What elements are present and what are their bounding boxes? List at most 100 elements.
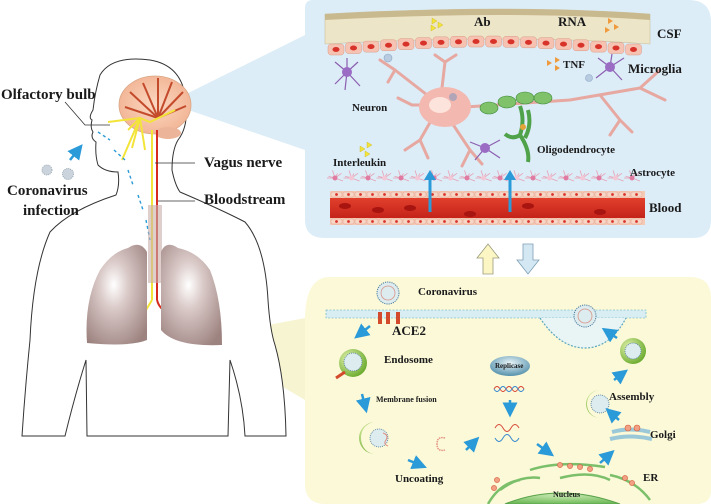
astrocyte-cell: [442, 170, 459, 182]
astrocyte-cell: [624, 170, 641, 182]
label-rna: RNA: [558, 14, 587, 29]
left-lung: [86, 244, 147, 345]
astrocyte-cell: [459, 170, 476, 182]
label-bloodstream: Bloodstream: [204, 192, 286, 208]
panel-transfer-arrows: [476, 243, 540, 275]
endoplasmic-reticulum: [486, 462, 651, 504]
astrocyte-cell: [409, 170, 426, 182]
epithelial-cell: [607, 42, 625, 54]
virus-particle: [41, 164, 53, 176]
astrocyte-cell: [591, 170, 608, 182]
arrow-icon: [605, 408, 622, 424]
epithelial-cell: [345, 42, 362, 54]
budding-virus: [573, 304, 597, 328]
endothelial-cell: [378, 218, 391, 225]
endothelial-cell: [426, 218, 439, 225]
endothelial-cell: [630, 191, 643, 198]
label-coronavirus-infection-2: infection: [23, 203, 79, 219]
label-oligodendrocyte: Oligodendrocyte: [537, 144, 616, 156]
endothelial-cell: [546, 218, 559, 225]
epithelial-cell: [362, 40, 380, 53]
blood-vessel: [330, 191, 645, 225]
endothelial-cell: [390, 191, 403, 198]
arrow-icon: [355, 393, 371, 414]
endothelial-cell: [450, 191, 463, 198]
oligodendrocyte-cell: [479, 91, 553, 163]
epithelial-cell: [467, 35, 485, 48]
label-olfactory-bulb: Olfactory bulb: [1, 87, 96, 103]
epithelial-cell: [502, 36, 520, 48]
nucleus: [504, 492, 621, 504]
endothelial-cell: [558, 191, 571, 198]
label-replicase: Replicase: [495, 362, 524, 370]
tnf-molecules: [547, 18, 619, 71]
endothelial-cell: [330, 191, 343, 198]
epithelial-cell: [432, 36, 450, 49]
virus-particle: [62, 168, 74, 180]
endothelial-cell: [342, 191, 355, 198]
neuron-cell: [378, 53, 667, 168]
endothelial-cell: [486, 218, 499, 225]
label-ab: Ab: [474, 14, 491, 29]
endothelial-cell: [558, 218, 571, 225]
fusion-endosome: [359, 422, 389, 454]
epithelial-cell: [415, 37, 432, 49]
astrocyte-cell: [541, 170, 558, 182]
virus-particle: [449, 93, 457, 101]
epithelial-cell: [555, 38, 572, 50]
brain-zoom-beam: [168, 35, 305, 150]
astrocyte-cell: [525, 170, 542, 182]
endothelial-cell: [534, 191, 547, 198]
label-nucleus: Nucleus: [553, 490, 581, 499]
epithelial-cell: [520, 36, 537, 49]
label-ace2: ACE2: [392, 323, 426, 338]
arrow-icon: [601, 327, 619, 343]
label-astrocyte: Astrocyte: [630, 167, 675, 179]
epithelial-cell: [327, 43, 345, 56]
up-arrow-icon: [504, 170, 516, 180]
label-blood: Blood: [649, 200, 682, 215]
label-uncoating: Uncoating: [395, 473, 444, 485]
replicase-enzyme: [490, 356, 530, 376]
rna-strands: [493, 386, 525, 442]
up-arrow-icon: [476, 243, 500, 275]
endothelial-cell: [618, 218, 631, 225]
endothelial-cell: [570, 218, 583, 225]
olfactory-leader-line: [64, 101, 110, 126]
arrow-icon: [598, 450, 615, 466]
arrow-icon: [536, 441, 555, 457]
endothelial-cell: [366, 191, 379, 198]
endothelial-cell: [354, 218, 367, 225]
astrocyte-cell: [343, 170, 360, 182]
label-er: ER: [643, 472, 659, 484]
epithelial-cell: [485, 35, 502, 48]
brain-panel: [168, 0, 711, 238]
endosome: [335, 349, 367, 380]
red-blood-cell: [594, 209, 606, 215]
brain: [118, 75, 192, 135]
endothelial-cell: [438, 218, 451, 225]
uncoated-rna: [436, 436, 446, 452]
human-body: [21, 58, 287, 437]
arrow-icon: [611, 369, 628, 385]
label-neuron: Neuron: [352, 102, 388, 114]
mature-virion-vesicle: [620, 338, 646, 364]
label-vagus-nerve: Vagus nerve: [204, 155, 283, 171]
microglia-body: [605, 62, 615, 72]
endothelial-cell: [414, 191, 427, 198]
coronavirus-particle: [376, 281, 400, 305]
red-blood-cell: [339, 203, 351, 209]
endothelial-cell: [594, 191, 607, 198]
label-coronavirus: Coronavirus: [418, 286, 478, 298]
label-endosome: Endosome: [384, 354, 433, 366]
endothelial-cell: [498, 218, 511, 225]
astrocyte-cell: [607, 170, 624, 182]
endothelial-cell: [522, 218, 535, 225]
astrocyte-cell: [393, 170, 410, 182]
label-golgi: Golgi: [650, 429, 676, 441]
endothelial-cell: [606, 218, 619, 225]
endothelial-cell: [366, 218, 379, 225]
endothelial-cell: [534, 218, 547, 225]
endothelial-cell: [438, 191, 451, 198]
